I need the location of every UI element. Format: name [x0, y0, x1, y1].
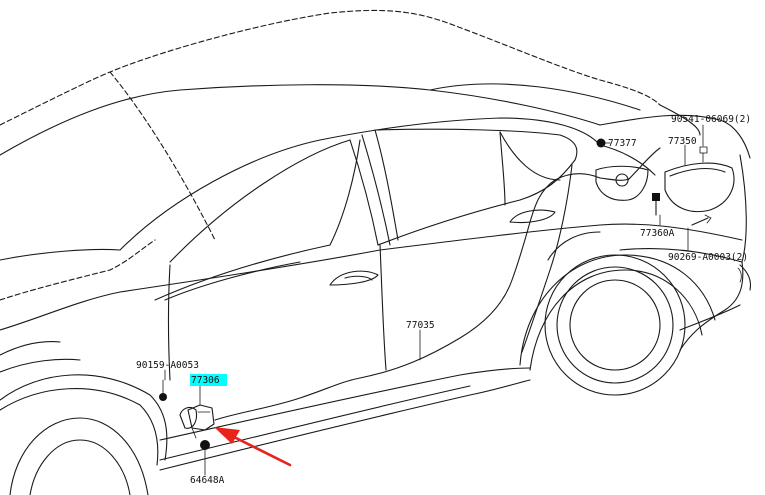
clip-77377-icon [596, 138, 606, 148]
bolt-77360a-icon [652, 193, 660, 216]
part-label-90541: 90541-06069(2) [671, 114, 751, 125]
car-body-outline [0, 9, 752, 495]
fuel-filler-lid [664, 146, 735, 213]
bolt-90269-icon [691, 214, 712, 226]
part-label-77350: 77350 [668, 136, 697, 147]
part-label-77306[interactable]: 77306 [191, 375, 220, 386]
part-label-64648a: 64648A [190, 475, 225, 486]
part-label-90159: 90159-A0053 [136, 360, 199, 371]
pointer-arrow-icon [214, 427, 292, 467]
screw-90159-icon [159, 379, 167, 401]
part-label-90269: 90269-A0003(2) [668, 252, 748, 263]
part-label-77377: 77377 [608, 138, 637, 149]
fuel-lid-housing [595, 138, 661, 201]
part-label-77360a: 77360A [640, 228, 675, 239]
leader-lines [164, 124, 704, 476]
fuel-lid-opener-assembly [159, 379, 215, 471]
bracket-64648a-icon [200, 440, 210, 471]
part-label-77306-highlight [190, 374, 227, 386]
fuel-lid-cable [214, 173, 601, 421]
part-label-77035: 77035 [406, 320, 435, 331]
